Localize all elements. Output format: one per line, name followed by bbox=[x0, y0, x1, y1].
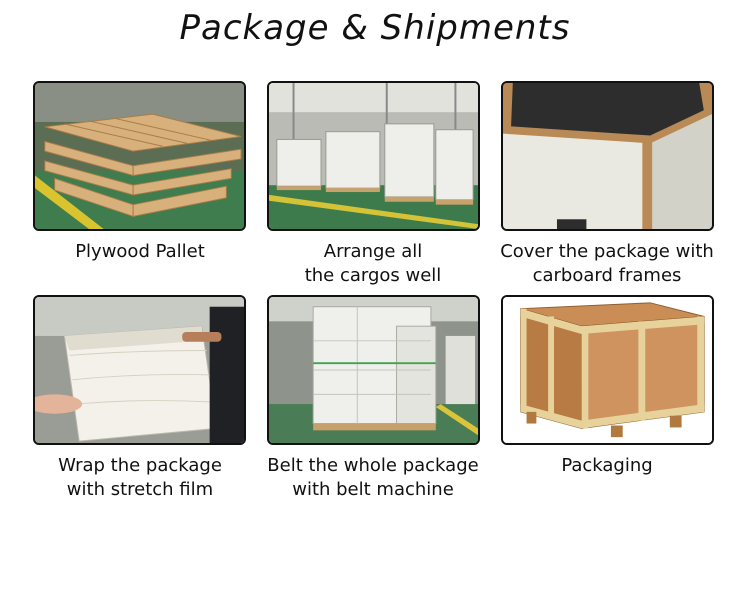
caption-line: Plywood Pallet bbox=[75, 241, 205, 262]
caption-line: with belt machine bbox=[292, 479, 454, 500]
photo-plywood-pallet bbox=[33, 81, 246, 231]
caption-line: carboard frames bbox=[532, 265, 682, 286]
caption-carboard-frames: Cover the package with carboard frames bbox=[487, 240, 727, 288]
caption-plywood-pallet: Plywood Pallet bbox=[20, 240, 260, 264]
photo-arrange-cargos bbox=[267, 81, 480, 231]
caption-line: Cover the package with bbox=[500, 241, 714, 262]
caption-line: the cargos well bbox=[304, 265, 442, 286]
photo-belt-machine bbox=[267, 295, 480, 445]
caption-line: Wrap the package bbox=[58, 455, 222, 476]
page-title: Package & Shipments bbox=[179, 8, 571, 48]
caption-line: Belt the whole package bbox=[267, 455, 479, 476]
caption-stretch-film: Wrap the package with stretch film bbox=[20, 454, 260, 502]
photo-carboard-frames bbox=[501, 81, 714, 231]
caption-packaging: Packaging bbox=[487, 454, 727, 478]
caption-arrange-cargos: Arrange all the cargos well bbox=[253, 240, 493, 288]
photo-packaging bbox=[501, 295, 714, 445]
caption-line: Arrange all bbox=[323, 241, 423, 262]
caption-line: with stretch film bbox=[66, 479, 214, 500]
caption-line: Packaging bbox=[561, 455, 653, 476]
caption-belt-machine: Belt the whole package with belt machine bbox=[253, 454, 493, 502]
photo-stretch-film bbox=[33, 295, 246, 445]
